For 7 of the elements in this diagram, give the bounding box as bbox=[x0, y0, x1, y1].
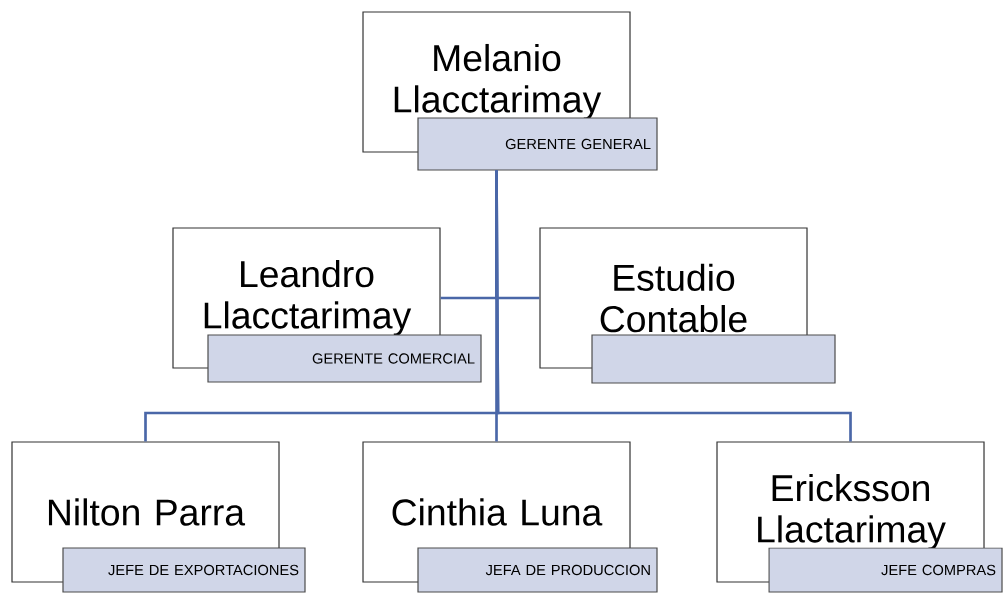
connector-line bbox=[495, 170, 852, 442]
title-badge: JEFE COMPRAS bbox=[768, 547, 1003, 593]
title-badge: GERENTE GENERAL bbox=[417, 117, 658, 171]
empty-badge bbox=[591, 334, 836, 384]
title-badge: JEFA DE PRODUCCION bbox=[417, 547, 658, 593]
title-badge: JEFE DE EXPORTACIONES bbox=[62, 547, 306, 593]
title-badge: GERENTE COMERCIAL bbox=[207, 334, 482, 383]
